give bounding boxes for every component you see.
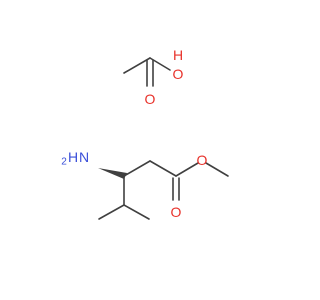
atom-hydrogen-amine: H: [68, 149, 78, 165]
atom-oxygen-ester: O: [197, 152, 208, 168]
bond-c1-o-single: [175, 162, 199, 177]
atom-hydrogen-count: 2: [61, 157, 67, 168]
molecule-drawing: O H O N H 2 O O: [61, 47, 229, 220]
atom-oxygen-ester-carbonyl: O: [171, 204, 182, 220]
amino-ester: N H 2 O O: [61, 149, 229, 220]
bond-c2-c1: [149, 160, 177, 177]
structure-canvas: O H O N H 2 O O: [61, 47, 229, 220]
acetic-acid: O H O: [123, 47, 184, 107]
atom-nitrogen: N: [79, 149, 89, 165]
bond-c4-me1: [98, 204, 125, 220]
wedge-bond-n: [98, 168, 127, 179]
bond-c4-me2: [123, 204, 150, 220]
atom-oxygen-hydroxyl: O: [173, 66, 184, 82]
bond-ch3-c: [123, 57, 151, 74]
bond-c3-c2: [123, 160, 151, 177]
bond-o-ch3: [205, 162, 229, 177]
atom-oxygen-carbonyl: O: [145, 91, 156, 107]
atom-hydrogen-hydroxyl: H: [173, 47, 183, 63]
